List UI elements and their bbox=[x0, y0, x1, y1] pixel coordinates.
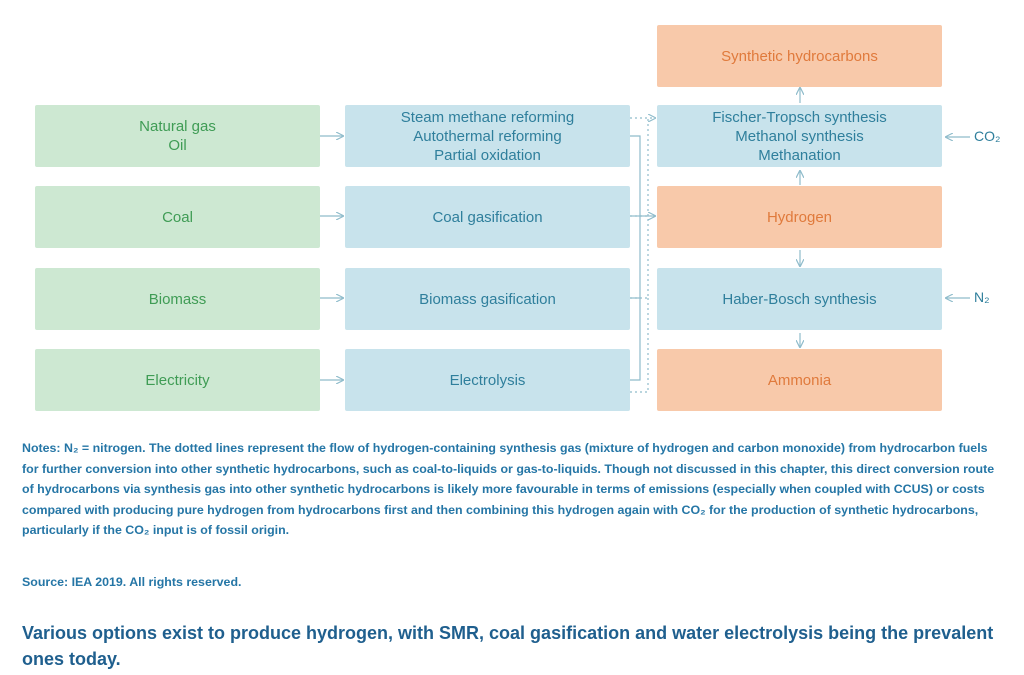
figure-notes: Notes: N₂ = nitrogen. The dotted lines r… bbox=[22, 441, 995, 537]
process-reforming: Steam methane reforming Autothermal refo… bbox=[345, 105, 630, 167]
dotted-syngas-bracket bbox=[630, 118, 649, 299]
figure-caption: Various options exist to produce hydroge… bbox=[22, 623, 994, 669]
process-coal-gasification: Coal gasification bbox=[345, 186, 630, 248]
source-natural-gas-oil: Natural gas Oil bbox=[35, 105, 320, 167]
output-hydrogen: Hydrogen bbox=[657, 186, 942, 248]
figure-source: Source: IEA 2019. All rights reserved. bbox=[22, 575, 242, 589]
process-haber-bosch: Haber-Bosch synthesis bbox=[657, 268, 942, 330]
source-electricity: Electricity bbox=[35, 349, 320, 411]
input-n2-label: N₂ bbox=[974, 289, 990, 305]
output-ammonia: Ammonia bbox=[657, 349, 942, 411]
source-biomass: Biomass bbox=[35, 268, 320, 330]
source-coal: Coal bbox=[35, 186, 320, 248]
input-co2-label: CO₂ bbox=[974, 128, 1001, 144]
collector-bracket bbox=[630, 135, 641, 381]
flow-diagram-connectors bbox=[320, 0, 970, 393]
process-synthesis: Fischer-Tropsch synthesis Methanol synth… bbox=[657, 105, 942, 167]
process-biomass-gasification: Biomass gasification bbox=[345, 268, 630, 330]
output-synthetic-hydrocarbons: Synthetic hydrocarbons bbox=[657, 25, 942, 87]
process-electrolysis: Electrolysis bbox=[345, 349, 630, 411]
